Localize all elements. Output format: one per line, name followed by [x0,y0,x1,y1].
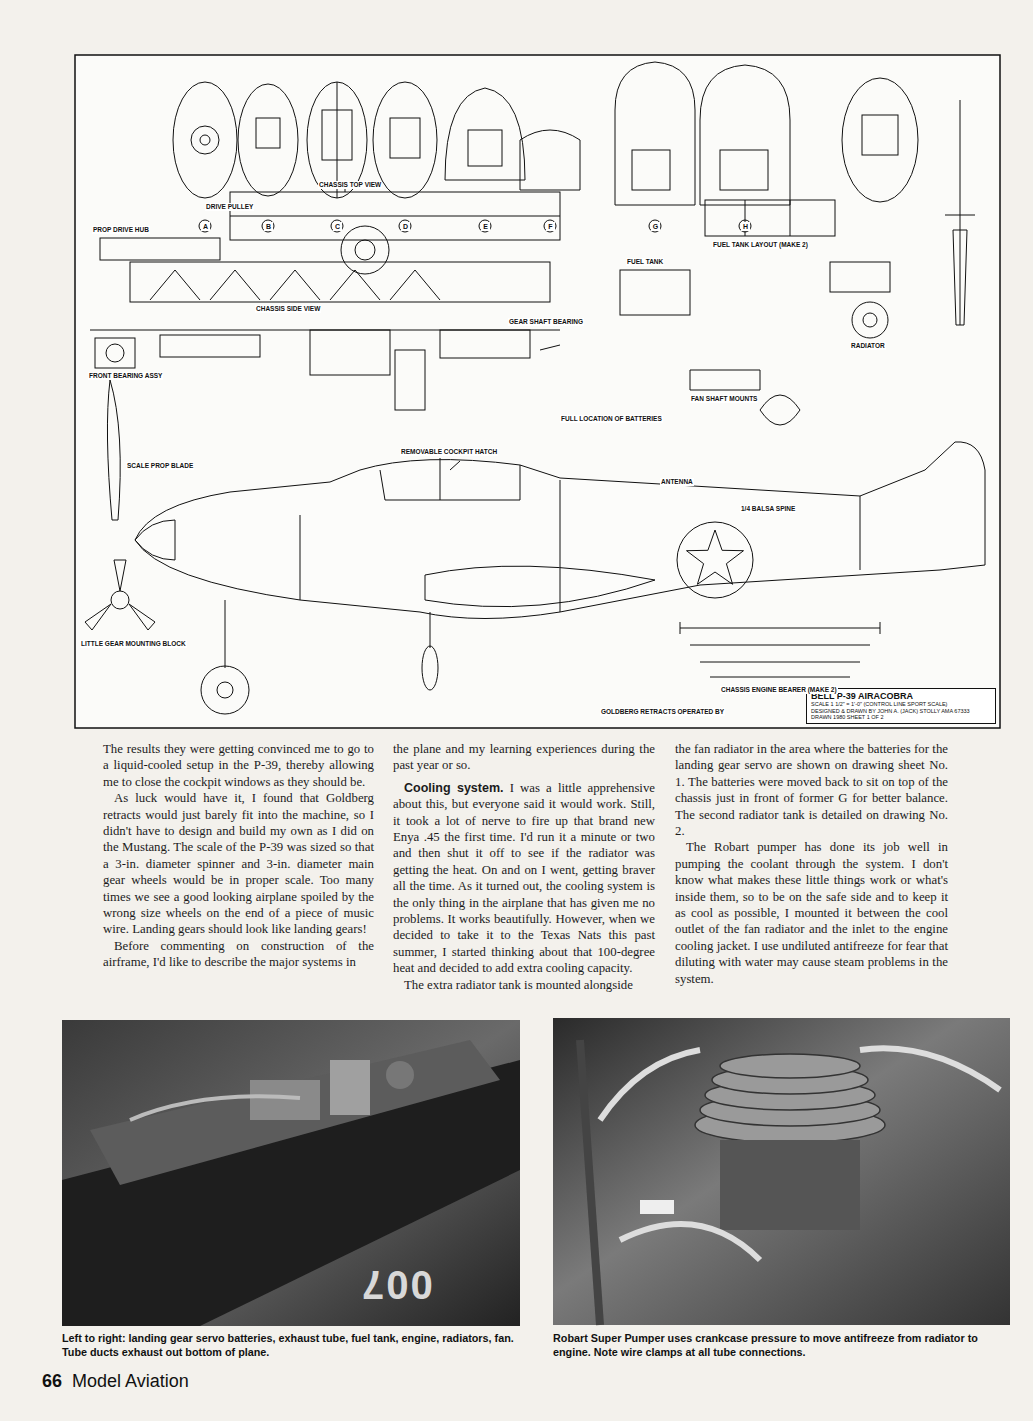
part-label: REMOVABLE COCKPIT HATCH [400,448,498,456]
part-label: FUEL TANK [626,258,664,266]
part-label: CHASSIS SIDE VIEW [255,305,321,313]
body-text: the fan radiator in the area where the b… [675,742,948,838]
photo-left [62,1020,520,1326]
photo-caption: Robart Super Pumper uses crankcase press… [553,1332,1013,1359]
former-letter: D [401,222,410,231]
part-label: GOLDBERG RETRACTS OPERATED BY [600,708,725,716]
part-label: GEAR SHAFT BEARING [508,318,584,326]
paragraph: Cooling system. I was a little apprehens… [393,780,655,977]
body-text: The Robart pumper has done its job well … [675,840,948,985]
run-in-heading: Cooling system. [404,781,504,795]
part-label: CHASSIS TOP VIEW [318,181,382,189]
body-text: The extra radiator tank is mounted along… [404,978,633,992]
former-letter: B [264,222,273,231]
part-label: FULL LOCATION OF BATTERIES [560,415,663,423]
part-label: SCALE PROP BLADE [126,462,194,470]
former-letter: E [481,222,490,231]
part-label: PROP DRIVE HUB [92,226,150,234]
text-column: The results they were getting convinced … [103,741,374,971]
part-label: 1/4 BALSA SPINE [740,505,796,513]
former-letter: F [546,222,555,231]
plan-credit: DESIGNED & DRAWN BY JOHN A. (JACK) STOLL… [811,708,991,715]
part-label: DRIVE PULLEY [205,203,254,211]
text-column: the plane and my learning experiences du… [393,741,655,993]
photo-right [553,1018,1010,1325]
aircraft-number: 007 [360,1262,433,1307]
part-label: FRONT BEARING ASSY [88,372,163,380]
former-letter: H [741,222,750,231]
plan-title: BELL P-39 AIRACOBRA [811,691,991,701]
paragraph: The Robart pumper has done its job well … [675,839,948,987]
former-letter: A [201,222,210,231]
body-text: The results they were getting convinced … [103,742,374,789]
paragraph: Before commenting on construction of the… [103,938,374,971]
text-column: the fan radiator in the area where the b… [675,741,948,987]
part-label: CHASSIS ENGINE BEARER (MAKE 2) [720,686,838,694]
plan-drawing [75,55,1000,728]
part-label: LITTLE GEAR MOUNTING BLOCK [80,640,187,648]
paragraph: The results they were getting convinced … [103,741,374,790]
photo-caption: Left to right: landing gear servo batter… [62,1332,522,1359]
plan-credit: SCALE 1 1/2" = 1'-0" (CONTROL LINE SPORT… [811,701,991,708]
part-label: ANTENNA [660,478,694,486]
part-label: FAN SHAFT MOUNTS [690,395,758,403]
paragraph: The extra radiator tank is mounted along… [393,977,655,993]
part-label: FUEL TANK LAYOUT (MAKE 2) [712,241,809,249]
page-number: 66 [42,1371,62,1392]
body-text: As luck would have it, I found that Gold… [103,791,374,936]
part-label: RADIATOR [850,342,886,350]
body-text: I was a little apprehensive about this, … [393,781,655,975]
paragraph: the plane and my learning experiences du… [393,741,655,774]
former-letter: C [333,222,342,231]
body-text: Before commenting on construction of the… [103,939,374,969]
plan-credit: DRAWN 1980 SHEET 1 OF 2 [811,714,991,721]
body-text: the plane and my learning experiences du… [393,742,655,772]
paragraph: the fan radiator in the area where the b… [675,741,948,839]
magazine-name: Model Aviation [72,1371,189,1392]
former-letter: G [651,222,660,231]
paragraph: As luck would have it, I found that Gold… [103,790,374,938]
